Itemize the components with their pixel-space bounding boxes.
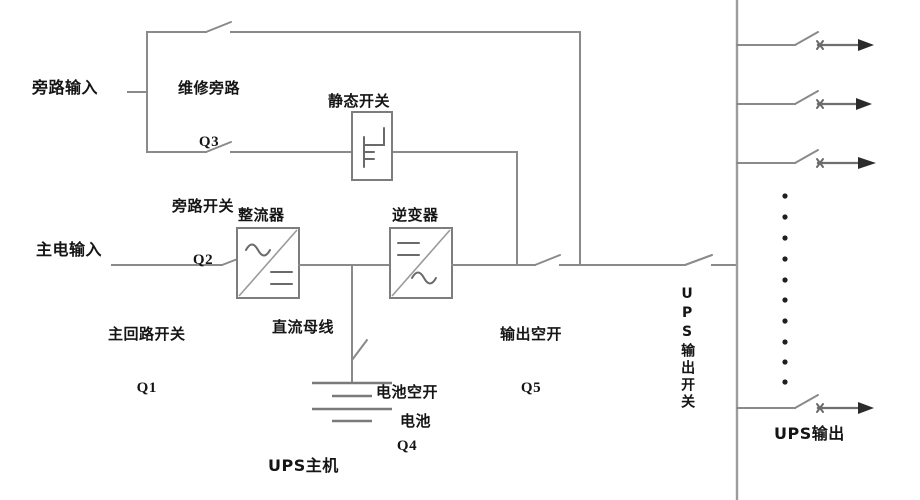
label-maintenance-bypass: 维修旁路 Q3 xyxy=(178,42,240,188)
label-mains-input: 主电输入 xyxy=(36,240,103,259)
bypass-rail-q2 xyxy=(146,141,518,266)
label-bypass-input: 旁路输入 xyxy=(32,78,99,97)
inverter-output-wire xyxy=(451,254,686,266)
inverter-block xyxy=(389,227,453,299)
label-main-circuit-switch: 主回路开关 Q1 xyxy=(108,288,186,434)
battery-cell-icon xyxy=(312,381,392,423)
bypass-input-wire xyxy=(127,31,148,153)
label-bypass-switch: 旁路开关 Q2 xyxy=(172,160,234,306)
label-battery-breaker-name: 电池空开 xyxy=(376,382,439,401)
label-battery: 电池 xyxy=(400,412,432,430)
label-bypass-switch-name: 旁路开关 xyxy=(172,196,235,215)
output-branch-1 xyxy=(736,31,874,51)
label-ups-output-panel: UPS输出 xyxy=(774,424,845,443)
output-branch-2 xyxy=(736,90,872,110)
label-main-circuit-switch-name: 主回路开关 xyxy=(108,324,186,343)
label-dc-bus: 直流母线 xyxy=(272,318,335,336)
output-branches-ellipsis xyxy=(782,193,788,385)
output-branch-3 xyxy=(736,149,876,169)
label-output-breaker-code: Q5 xyxy=(520,380,542,397)
label-inverter: 逆变器 xyxy=(392,206,439,224)
label-static-switch: 静态开关 xyxy=(328,92,391,110)
label-rectifier: 整流器 xyxy=(238,206,285,224)
label-battery-breaker-code: Q4 xyxy=(396,438,418,455)
label-bypass-switch-code: Q2 xyxy=(192,252,214,269)
dc-link-bus xyxy=(298,264,391,383)
maintenance-bypass-rail-q3 xyxy=(146,21,581,266)
label-output-breaker-name: 输出空开 xyxy=(500,324,563,343)
static-switch-block xyxy=(351,111,393,181)
output-branch-4 xyxy=(736,394,874,414)
label-maintenance-bypass-code: Q3 xyxy=(198,134,220,151)
ups-output-switch-wire xyxy=(684,254,738,266)
rectifier-block xyxy=(236,227,300,299)
label-maintenance-bypass-name: 维修旁路 xyxy=(178,78,241,97)
label-ups-main-unit: UPS主机 xyxy=(268,456,339,475)
battery-branch-q4 xyxy=(312,339,392,423)
thyristor-switch-icon xyxy=(363,127,385,168)
label-ups-output-switch: UPS输出开关 xyxy=(679,286,696,411)
label-battery-breaker: 电池空开 Q4 xyxy=(376,346,438,492)
label-output-breaker: 输出空开 Q5 xyxy=(500,288,562,434)
label-main-circuit-switch-code: Q1 xyxy=(136,380,157,397)
